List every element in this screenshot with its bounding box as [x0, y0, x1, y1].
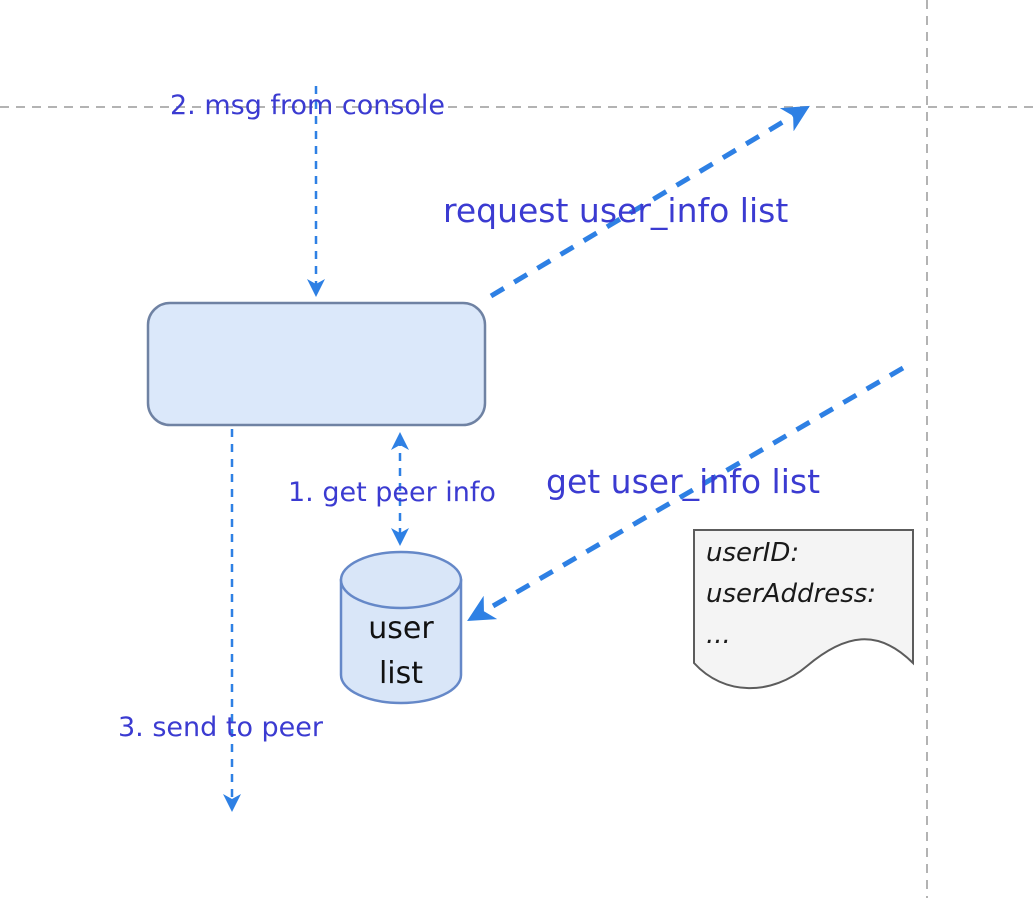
process-box [146, 301, 487, 427]
document-line-ellipsis: ... [706, 620, 731, 650]
label-request-user-info-list: request user_info list [443, 191, 789, 230]
label-msg-from-console: 2. msg from console [170, 90, 446, 121]
get-user-info-arrow [467, 365, 905, 622]
document-text: userID: userAddress: ... [706, 533, 876, 656]
label-get-peer-info: 1. get peer info [288, 477, 496, 508]
document-line-useraddress: userAddress: [706, 579, 877, 609]
label-get-user-info-list: get user_info list [546, 462, 821, 501]
document-line-userid: userID: [706, 538, 800, 568]
database-cylinder-body [339, 578, 463, 705]
document-shape [693, 529, 914, 690]
label-send-to-peer: 3. send to peer [118, 712, 324, 743]
request-user-info-arrow [489, 105, 810, 299]
database-cylinder-top [339, 550, 463, 610]
database-label: user list [368, 611, 434, 691]
